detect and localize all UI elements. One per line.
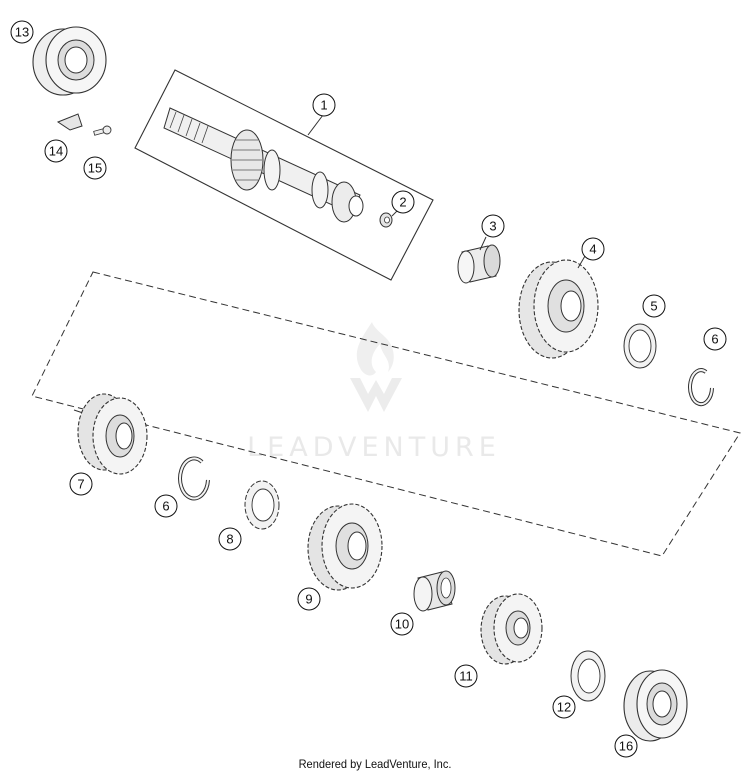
svg-text:6: 6 [162,499,169,514]
callout-13: 13 [10,20,34,44]
callout-4: 4 [581,237,605,261]
svg-text:12: 12 [557,700,571,715]
svg-text:4: 4 [589,242,596,257]
callout-7: 7 [69,472,93,496]
part-7-gear [73,393,148,475]
part-1-main-shaft [163,107,364,223]
callout-6-lower: 6 [154,494,178,518]
svg-text:10: 10 [395,617,409,632]
callout-15: 15 [83,156,107,180]
svg-text:15: 15 [88,161,102,176]
svg-text:16: 16 [619,739,633,754]
part-16-bearing [623,669,688,742]
assembly-guide-line [31,271,741,557]
leadventure-watermark: LEADVENTURE [247,322,501,463]
callout-1: 1 [312,93,336,117]
callout-9: 9 [297,587,321,611]
svg-text:11: 11 [459,669,473,684]
part-4-gear [518,259,599,359]
part-11-gear [480,593,543,665]
part-15-screw [93,125,112,136]
callout-16: 16 [614,734,638,758]
svg-text:14: 14 [49,144,63,159]
part-10-needle-bearing [413,570,456,612]
part-1-frame [134,69,434,281]
callout-2: 2 [391,190,415,214]
svg-text:3: 3 [489,219,496,234]
part-3-sleeve [457,244,501,284]
watermark-text: LEADVENTURE [247,432,501,463]
svg-text:5: 5 [650,299,657,314]
svg-text:9: 9 [305,592,312,607]
callout-3: 3 [481,214,505,238]
part-9-gear [307,503,383,591]
callout-6-top: 6 [703,327,727,351]
footer-credit: Rendered by LeadVenture, Inc. [298,757,452,771]
part-2-bushing [379,212,393,228]
svg-text:6: 6 [711,332,718,347]
callout-14: 14 [44,139,68,163]
svg-text:2: 2 [399,195,406,210]
svg-text:13: 13 [15,25,29,40]
part-5-washer [623,323,657,369]
callout-8: 8 [218,527,242,551]
part-14-lock-plate [56,113,83,131]
svg-text:1: 1 [320,98,327,113]
svg-text:8: 8 [226,532,233,547]
callout-12: 12 [552,695,576,719]
callout-11: 11 [454,664,478,688]
part-12-washer [570,650,606,702]
svg-text:7: 7 [77,477,84,492]
callout-10: 10 [390,612,414,636]
callout-5: 5 [642,294,666,318]
part-13-bearing [32,26,107,96]
part-8-splined-washer [244,480,280,530]
